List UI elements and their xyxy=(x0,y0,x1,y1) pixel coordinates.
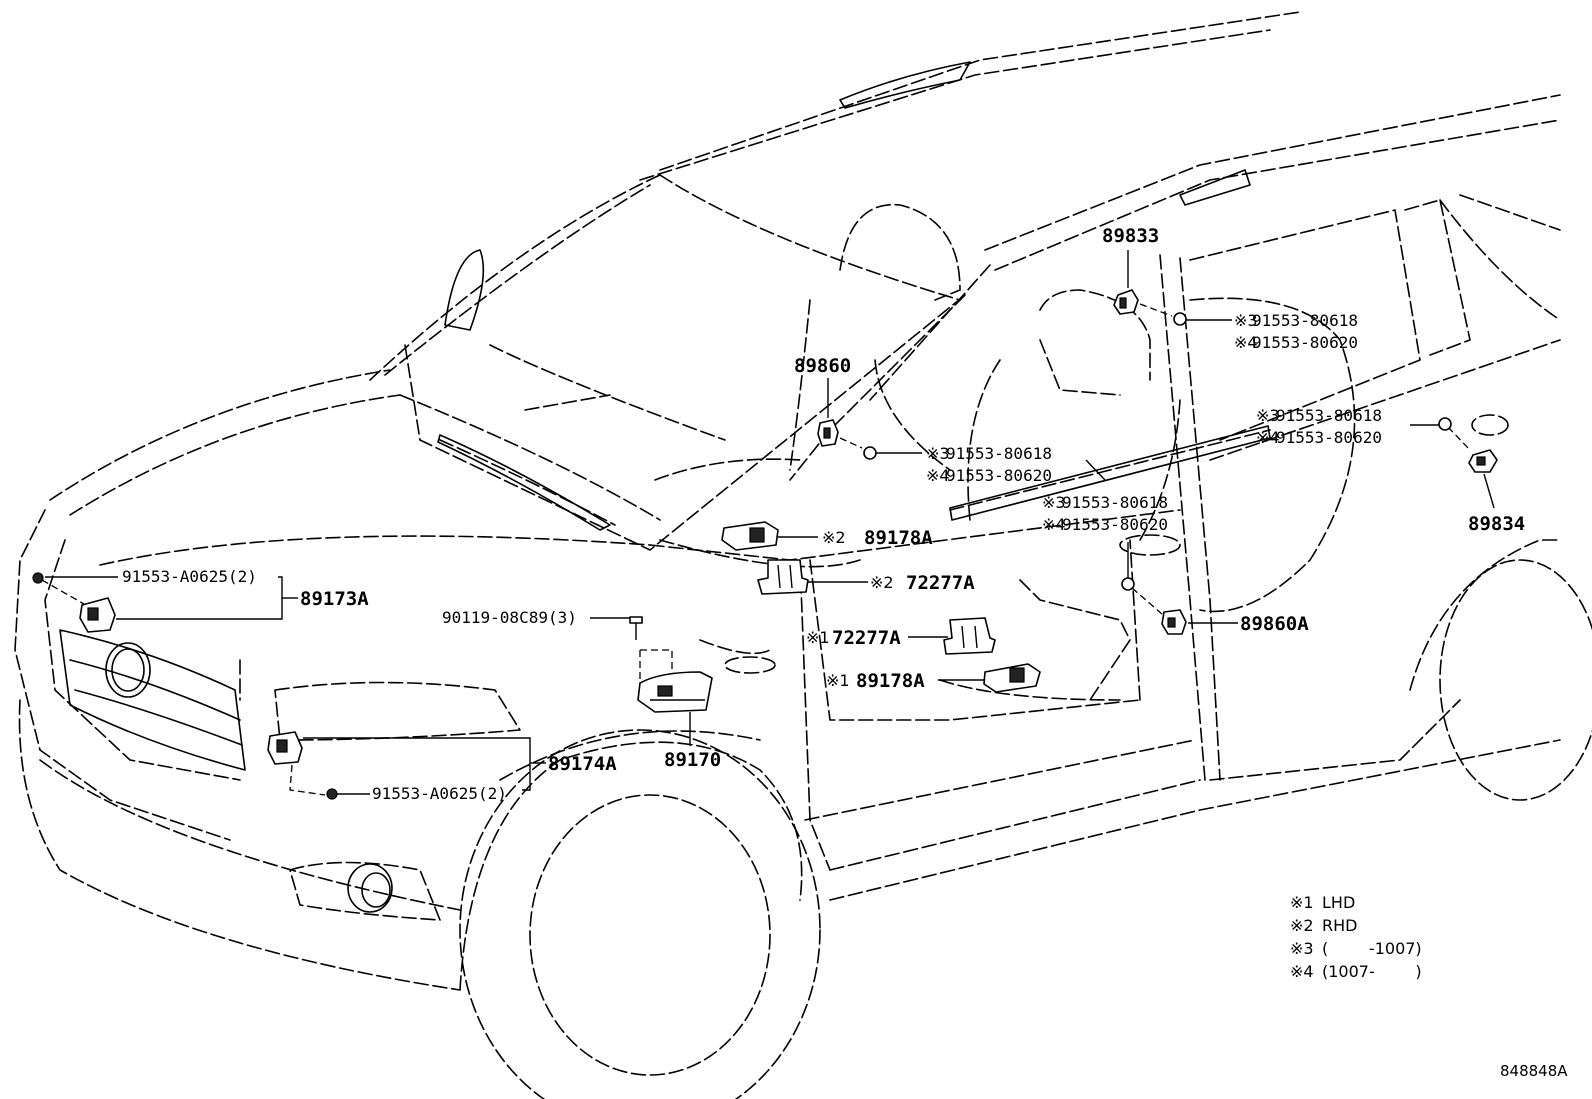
sensor-89178A-lhd[interactable] xyxy=(983,663,1041,693)
label-89860: 89860 xyxy=(794,355,851,377)
leader-89834 xyxy=(1483,473,1495,509)
mark-2-72277A: ※2 xyxy=(870,573,894,592)
bolt-89860 xyxy=(863,446,922,460)
bolt-89834 xyxy=(1410,417,1452,431)
label-89174A: 89174A xyxy=(548,753,617,775)
mark-1-89178A: ※1 xyxy=(826,671,850,690)
sensor-89174A[interactable] xyxy=(267,731,303,765)
label-bolt-89834-4: 91553-80620 xyxy=(1276,428,1382,447)
label-89173A: 89173A xyxy=(300,588,369,610)
bolt-89174A xyxy=(326,788,370,800)
mark-2-89178A: ※2 xyxy=(822,528,846,547)
diagram-ref-code: 848848A xyxy=(1500,1062,1568,1080)
sensor-89860[interactable] xyxy=(817,419,839,447)
mark-3-89860: ※3 xyxy=(926,444,950,463)
note-mark-1: ※1 xyxy=(1290,893,1314,912)
label-89860A: 89860A xyxy=(1240,613,1309,635)
label-bolt-89860-4: 91553-80620 xyxy=(946,466,1052,485)
note-text-1: LHD xyxy=(1322,893,1355,912)
leader-89833-bolt xyxy=(1139,303,1173,317)
label-89178A-rhd: 89178A xyxy=(864,527,933,549)
mark-4-89834: ※4 xyxy=(1256,428,1280,447)
label-89834: 89834 xyxy=(1468,513,1525,535)
label-bolt-89860A-4: 91553-80620 xyxy=(1062,515,1168,534)
note-mark-3: ※3 xyxy=(1290,939,1314,958)
bracket-72277A-lhd[interactable] xyxy=(943,617,996,655)
mark-3-89833: ※3 xyxy=(1234,311,1258,330)
mark-1-72277A: ※1 xyxy=(806,628,830,647)
label-bolt-89173A: 91553-A0625(2) xyxy=(122,567,257,586)
vehicle-outline xyxy=(14,11,1592,1099)
leader-89173A-dash xyxy=(41,579,85,605)
label-bolt-89833-3: 91553-80618 xyxy=(1252,311,1358,330)
module-89170[interactable] xyxy=(637,671,713,713)
label-bolt-90119: 90119-08C89(3) xyxy=(442,608,577,627)
label-bolt-89174A: 91553-A0625(2) xyxy=(372,784,507,803)
leader-89834-bolt xyxy=(1447,426,1471,451)
mark-4-89860A: ※4 xyxy=(1042,515,1066,534)
note-mark-2: ※2 xyxy=(1290,916,1314,935)
label-bolt-89860-3: 91553-80618 xyxy=(946,444,1052,463)
label-bolt-89833-4: 91553-80620 xyxy=(1252,333,1358,352)
mark-4-89833: ※4 xyxy=(1234,333,1258,352)
label-89170: 89170 xyxy=(664,749,721,771)
bolt-90119 xyxy=(590,616,643,640)
mark-4-89860: ※4 xyxy=(926,466,950,485)
note-text-3: ( -1007) xyxy=(1322,939,1422,958)
mark-3-89834: ※3 xyxy=(1256,406,1280,425)
bracket-89174A xyxy=(303,737,531,791)
sensor-89833[interactable] xyxy=(1113,289,1139,315)
mark-3-89860A: ※3 xyxy=(1042,493,1066,512)
label-bolt-89860A-3: 91553-80618 xyxy=(1062,493,1168,512)
note-mark-4: ※4 xyxy=(1290,962,1314,981)
bolt-89833 xyxy=(1173,312,1232,326)
sensor-89173A[interactable] xyxy=(79,597,116,633)
sensor-89860A[interactable] xyxy=(1161,609,1187,635)
label-89178A-lhd: 89178A xyxy=(856,670,925,692)
label-bolt-89834-3: 91553-80618 xyxy=(1276,406,1382,425)
note-text-2: RHD xyxy=(1322,916,1357,935)
bolt-89860A xyxy=(1121,542,1135,591)
leader-89174A-dash xyxy=(289,764,326,796)
legend-notes: ※1 LHD ※2 RHD ※3 ( -1007) ※4 (1007- ) xyxy=(1290,893,1422,981)
leader-89860A-bolt xyxy=(1131,587,1163,615)
label-72277A-lhd: 72277A xyxy=(832,627,901,649)
bolt-89173A xyxy=(32,572,44,584)
label-89833: 89833 xyxy=(1102,225,1159,247)
leader-89860-bolt xyxy=(839,437,863,449)
sensor-89834[interactable] xyxy=(1468,449,1498,473)
note-text-4: (1007- ) xyxy=(1322,962,1422,981)
leader-89170-dash xyxy=(640,649,673,670)
sensor-89178A-rhd[interactable] xyxy=(721,521,779,551)
bracket-72277A-rhd[interactable] xyxy=(757,559,809,595)
label-72277A-rhd: 72277A xyxy=(906,572,975,594)
leader-belt-bolt xyxy=(1085,459,1106,481)
